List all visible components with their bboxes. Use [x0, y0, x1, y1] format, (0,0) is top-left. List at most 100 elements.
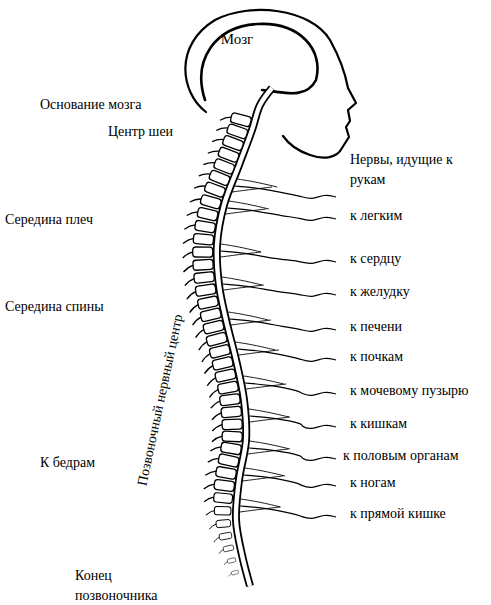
region-label: Мозг	[221, 29, 254, 49]
nerve-root	[244, 376, 284, 384]
spinous-process	[200, 354, 211, 362]
nerve-line	[237, 349, 336, 361]
nerve-root	[226, 209, 266, 214]
nerve-line	[227, 208, 336, 220]
vertebra	[212, 419, 242, 431]
spinous-process	[184, 279, 195, 286]
spinous-process	[228, 574, 232, 577]
spinous-process	[199, 170, 211, 179]
region-label: Основание мозга	[40, 95, 142, 115]
nerve	[243, 468, 336, 487]
spinous-process	[190, 196, 201, 205]
spinous-process	[206, 378, 217, 386]
nerve-line	[245, 383, 336, 395]
vertebra-body	[193, 233, 214, 245]
nerve-root	[229, 201, 269, 209]
nerve-root	[250, 417, 290, 422]
nerve-label: к легким	[350, 206, 402, 226]
head-outline	[185, 10, 356, 158]
spinous-process	[210, 445, 221, 453]
vertebra-body	[195, 284, 216, 297]
spinous-process	[186, 292, 197, 299]
nerve-root	[240, 507, 280, 512]
spinous-process	[204, 496, 214, 502]
spinous-process	[223, 562, 228, 565]
spine-guide	[207, 88, 262, 586]
vertebra-body	[217, 381, 239, 395]
nerve-label: к половым органам	[343, 446, 459, 466]
spinous-process	[208, 390, 219, 398]
nerve-root	[250, 441, 290, 449]
vertebra	[183, 259, 214, 272]
vertebra-body	[220, 442, 241, 455]
spinous-process	[205, 469, 216, 477]
spinous-process	[218, 550, 224, 554]
vertebra	[205, 464, 236, 480]
vertebra-body	[215, 369, 237, 383]
nerve-line	[249, 448, 336, 460]
vertebra-body	[219, 532, 232, 540]
spinous-process	[206, 510, 214, 515]
spinous-process	[194, 329, 205, 337]
spinous-process	[211, 413, 222, 420]
vertebra-body	[218, 453, 240, 467]
region-label: К бедрам	[40, 453, 95, 473]
vertebra	[183, 232, 214, 246]
brain-outline	[201, 24, 317, 100]
nerve-line	[240, 506, 336, 518]
vertebra-body	[219, 394, 240, 406]
nerve-label: к кишкам	[350, 414, 407, 434]
vertebra	[184, 271, 215, 285]
nerve	[226, 201, 336, 220]
nerve	[235, 342, 336, 361]
nerve	[228, 312, 336, 331]
nerve-line	[221, 251, 336, 263]
vertebra-body	[231, 570, 239, 575]
vertebra-body	[203, 320, 225, 334]
region-label: Середина спины	[5, 297, 104, 317]
vertebra	[204, 478, 235, 493]
vertebra	[228, 570, 239, 576]
vertebra-body	[197, 207, 219, 221]
spinous-process	[208, 456, 219, 464]
nerve-root	[221, 244, 261, 252]
vertebra	[223, 558, 236, 565]
vertebra-body	[221, 406, 242, 418]
nerve	[222, 277, 336, 296]
spine-label: Позвоночный нервный центр	[132, 312, 188, 487]
nerve-label: к сердцу	[350, 249, 401, 269]
spinous-process	[216, 125, 227, 134]
nerve-line	[230, 319, 336, 331]
nerve	[240, 499, 336, 518]
nerve-root	[231, 320, 271, 325]
nerve-label: к прямой кишке	[350, 504, 446, 524]
nerve-root	[246, 384, 286, 389]
nerve-root	[221, 252, 261, 257]
spinous-process	[197, 342, 208, 350]
vertebra-body	[227, 558, 236, 564]
vertebra-body	[215, 466, 236, 479]
vertebra	[206, 506, 231, 516]
nerve-label: к печени	[350, 317, 402, 337]
nerve-root	[232, 187, 272, 192]
vertebra-body	[197, 296, 219, 310]
nerve-label: к желудку	[350, 282, 410, 302]
nerve-root	[249, 409, 289, 417]
region-label: Середина плеч	[5, 210, 93, 230]
nerve-root	[222, 277, 262, 285]
vertebra-body	[212, 356, 234, 370]
vertebra	[210, 440, 241, 456]
vertebra	[208, 451, 240, 468]
vertebra	[211, 406, 242, 420]
nerve-root	[245, 468, 285, 476]
vertebra-body	[194, 220, 215, 233]
vertebra	[204, 492, 233, 505]
region-label: Конец позвоночника	[75, 566, 175, 605]
vertebra-body	[193, 247, 213, 257]
nerve-root	[224, 285, 264, 290]
vertebra-body	[200, 308, 222, 322]
nerve-line	[223, 284, 336, 296]
vertebra	[187, 205, 219, 222]
region-label: Центр шеи	[108, 122, 173, 142]
